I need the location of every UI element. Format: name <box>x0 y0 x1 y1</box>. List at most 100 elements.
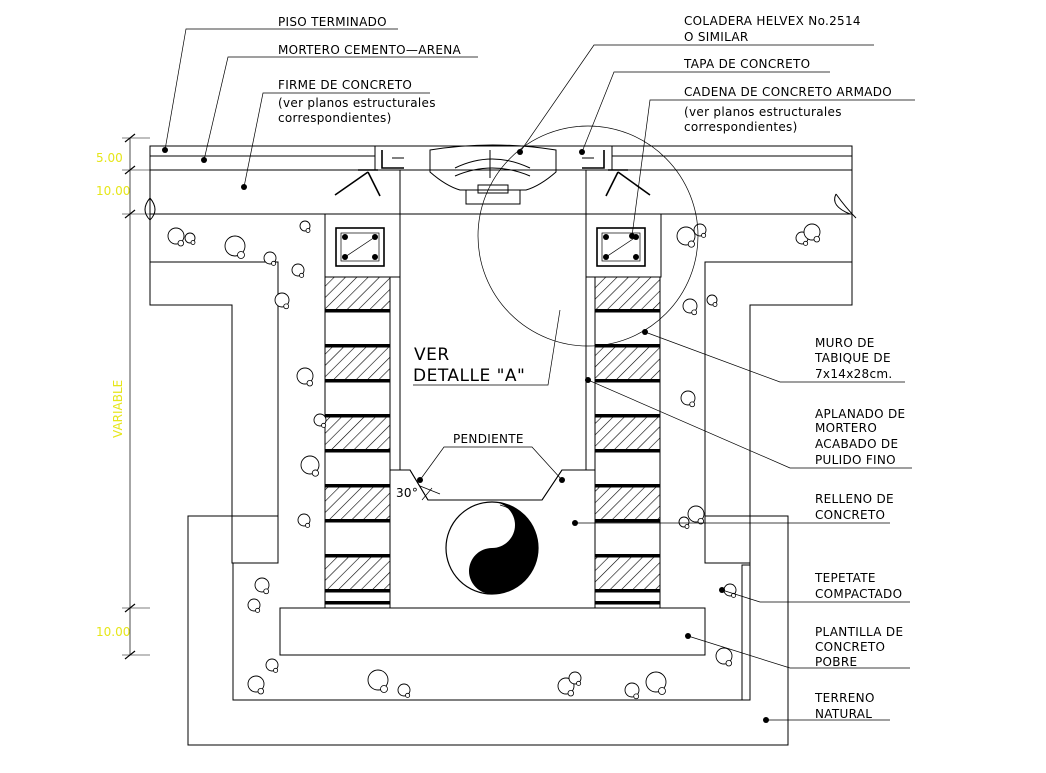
label-relleno-1: RELLENO DE <box>815 492 894 506</box>
brick-course <box>324 416 391 453</box>
aggregate-stone <box>263 588 270 595</box>
brick-course <box>324 381 391 418</box>
label-ver: VER <box>414 345 450 365</box>
brick-course <box>594 311 661 348</box>
aggregate-stone <box>633 693 640 700</box>
aggregate-stone <box>701 232 707 238</box>
aggregate-stone <box>271 260 277 266</box>
label-detalle-a: DETALLE "A" <box>413 366 525 386</box>
aggregate-stone <box>305 228 311 233</box>
mortar-joint <box>595 554 660 557</box>
aggregate-stone <box>691 309 698 316</box>
mortar-joint <box>595 414 660 417</box>
aggregate-stone <box>676 226 696 246</box>
aggregate-stone <box>190 240 196 245</box>
aggregate-stone <box>300 455 320 475</box>
mortar-joint <box>325 344 390 347</box>
aggregate-stone <box>725 660 732 667</box>
dim-floor: 5.00 <box>96 151 123 165</box>
label-muro-1: MURO DE <box>815 336 875 350</box>
natural-terrain <box>149 261 853 746</box>
brick-course <box>324 486 391 523</box>
brick-course <box>594 556 661 593</box>
label-plantilla-1: PLANTILLA DE <box>815 625 903 639</box>
aggregate-stone <box>306 380 313 387</box>
aggregate-stone <box>645 671 667 693</box>
mortar-joint <box>595 449 660 452</box>
mortar-joint <box>325 519 390 522</box>
mortar-joint <box>595 589 660 592</box>
compacted-fill <box>149 213 853 701</box>
brick-course <box>324 276 391 313</box>
break-symbol-left <box>144 197 156 221</box>
label-aplanado-4: PULIDO FINO <box>815 453 896 467</box>
aggregate-stone <box>687 505 705 523</box>
dim-variable: VARIABLE <box>111 380 125 438</box>
aggregate-stone <box>367 669 389 691</box>
aggregate-stone <box>247 675 265 693</box>
label-terreno-2: NATURAL <box>815 707 872 721</box>
dimension-chain <box>122 133 150 660</box>
mortar-joint <box>325 484 390 487</box>
label-coladera-2: O SIMILAR <box>684 30 749 44</box>
brick-course <box>594 416 661 453</box>
label-relleno-2: CONCRETO <box>815 508 885 522</box>
aggregate-stone <box>177 239 184 247</box>
brick-course <box>594 346 661 383</box>
label-firme-note-1: (ver planos estructurales <box>278 96 436 110</box>
dim-slab: 10.00 <box>96 184 130 198</box>
label-cadena-note-2: correspondientes) <box>684 120 798 134</box>
mortar-joint <box>325 309 390 312</box>
lean-concrete-base <box>279 607 706 656</box>
label-terreno-1: TERRENO <box>814 691 875 705</box>
label-tepetate-2: COMPACTADO <box>815 587 902 601</box>
label-muro-3: 7x14x28cm. <box>815 367 892 381</box>
leader-lines <box>164 28 915 721</box>
aggregate-stone <box>803 223 821 241</box>
label-piso-terminado: PISO TERMINADO <box>278 15 387 29</box>
mortar-joint <box>595 344 660 347</box>
aggregate-stone <box>167 227 185 245</box>
concrete-chain-right <box>585 213 662 278</box>
brick-wall-left <box>324 276 391 609</box>
aggregate-stone <box>687 240 695 248</box>
brick-course <box>594 486 661 523</box>
concrete-chain-left <box>324 213 401 278</box>
label-aplanado-3: ACABADO DE <box>815 437 898 451</box>
aggregate-stone <box>380 685 388 693</box>
aggregate-stones <box>167 220 821 700</box>
aggregate-stone <box>624 682 640 698</box>
aggregate-stone <box>680 390 696 406</box>
brick-course <box>594 276 661 313</box>
aggregate-stone <box>576 680 582 686</box>
label-aplanado-2: MORTERO <box>815 421 877 435</box>
label-plantilla-3: POBRE <box>815 655 857 669</box>
aggregate-stone <box>712 302 718 307</box>
label-tapa: TAPA DE CONCRETO <box>683 57 810 71</box>
aggregate-stone <box>283 303 290 310</box>
aggregate-stone <box>321 422 327 428</box>
mortar-joint <box>595 601 660 604</box>
label-muro-2: TABIQUE DE <box>814 351 891 365</box>
label-firme: FIRME DE CONCRETO <box>278 78 412 92</box>
concrete-slab <box>149 169 853 215</box>
aggregate-stone <box>684 524 690 529</box>
anchor-right <box>605 169 651 197</box>
aggregate-stone <box>273 667 279 673</box>
label-cadena-note-1: (ver planos estructurales <box>684 105 842 119</box>
aggregate-stone <box>689 401 696 408</box>
brick-course <box>594 521 661 558</box>
aggregate-stone <box>255 607 261 613</box>
aggregate-stone <box>697 518 704 525</box>
aggregate-stone <box>254 577 270 593</box>
dim-base: 10.00 <box>96 625 130 639</box>
aggregate-stone <box>237 251 245 259</box>
mortar-joint <box>325 449 390 452</box>
drain-grate <box>429 144 557 205</box>
finished-floor <box>149 145 853 171</box>
brick-course <box>324 521 391 558</box>
mortar-joint <box>595 519 660 522</box>
aggregate-stone <box>658 687 666 695</box>
mortar-joint <box>595 379 660 382</box>
mortar-joint <box>325 554 390 557</box>
